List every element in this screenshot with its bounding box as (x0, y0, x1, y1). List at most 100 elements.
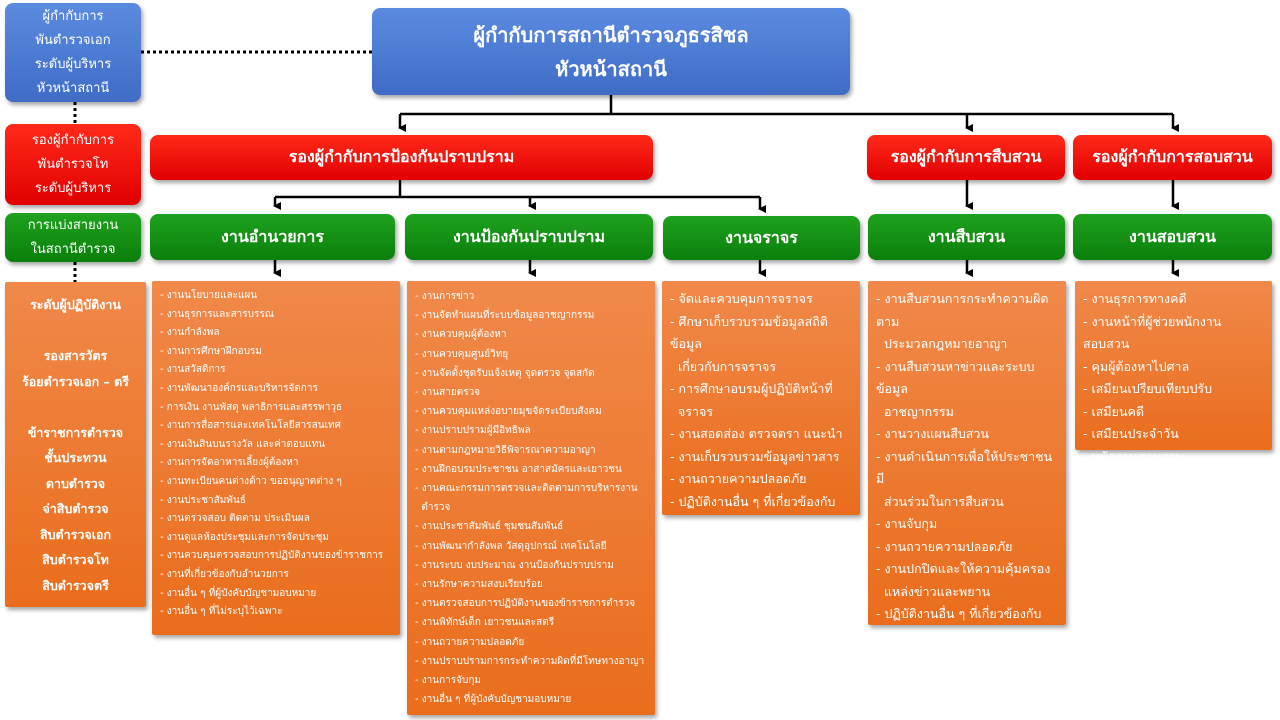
unit-prevention-duties: - งานการข่าว - งานจัดทำแผนที่ระบบข้อมูลอา… (407, 281, 655, 715)
duty-item: - งานเก็บรวบรวมข้อมูลข่าวสาร (670, 448, 840, 464)
duty-item: - งานการศึกษาฝึกอบรม (160, 345, 263, 357)
label: รองสารวัตร (43, 348, 108, 363)
duty-item: - งานควบคุมตรวจสอบการปฏิบัติงานของข้าราช… (160, 550, 384, 562)
label (73, 394, 77, 420)
duty-item: - งานเงินสินบนรางวัล และค่าตอบแทน (160, 438, 326, 450)
duty-item: - งานประชาสัมพันธ์ ชุมชนสัมพันธ์ (415, 521, 564, 533)
duty-item: - งานควบคุมศูนย์วิทยุ (415, 348, 509, 360)
duty-item: - ปฏิบัติงานอื่น ๆ ที่เกี่ยวข้องกับงาน ส… (876, 606, 1042, 666)
duty-item: - งานนโยบายและแผน (160, 290, 258, 301)
duty-item: - เสมียนคดี (1083, 403, 1144, 419)
duty-item: - งานสายตรวจ (415, 387, 481, 399)
duty-item: - งานกำลังพล (160, 327, 220, 339)
unit-investigation-duties: - งานสืบสวนการกระทำความผิดตาม ประมวลกฎหม… (868, 281, 1066, 711)
duty-item: - งานการจับกุม (415, 675, 482, 687)
label: ร้อยตำรวจเอก – ตรี (22, 373, 129, 389)
duty-item: - งานอื่น ๆ ที่ไม่ระบุไว้เฉพาะ (160, 606, 283, 618)
duty-item: - งานถวายความปลอดภัย (670, 471, 807, 486)
label (73, 318, 77, 344)
duty-item: - งานดำเนินการเพื่อให้ประชาชนมี ส่วนร่วม… (876, 448, 1053, 509)
label: ระดับผู้ปฏิบัติงาน (30, 297, 121, 312)
label: การแบ่งสายงาน (27, 217, 119, 233)
label: รองผู้กำกับการ (31, 132, 115, 148)
label: สิบตำรวจตรี (42, 577, 109, 593)
label: พันตำรวจเอก (35, 32, 111, 48)
duty-item: - งานปกปิดและให้ความคุ้มครอง แหล่งข่าวแล… (876, 561, 1051, 599)
title-line-1: ผู้กำกับการสถานีตำรวจภูธรสิชล (473, 22, 749, 47)
unit-admin-duties: - งานนโยบายและแผน - งานธุรการและสารบรรณ - … (152, 281, 400, 635)
duty-item: - คุมผู้ต้องหาไปศาล (1083, 358, 1190, 374)
deputy-inquiry-box: รองผู้กำกับการสอบสวน (1073, 135, 1272, 180)
unit-prevention-header: งานป้องกันปราบปราม (405, 214, 653, 260)
chief-level-box: ผู้กำกับการ พันตำรวจเอก ระดับผู้บริหาร ห… (5, 3, 141, 102)
duty-item: - งานพัฒนากำลังพล วัสดุอุปกรณ์ เทคโนโลยี (415, 540, 607, 552)
label: ผู้กำกับการ (42, 8, 104, 24)
duty-item: - งานตรวจสอบ ติดตาม ประเมินผล (160, 513, 310, 525)
duty-item: - เสมียนเปรียบเทียบปรับ (1083, 381, 1213, 396)
duty-item: - งานวางแผนสืบสวน (876, 426, 989, 441)
duty-item: - งานจัดทำแผนที่ระบบข้อมูลอาชญากรรม (415, 310, 595, 322)
deputy-level-box: รองผู้กำกับการ พันตำรวจโท ระดับผู้บริหาร (5, 124, 141, 205)
deputy-investigation-box: รองผู้กำกับการสืบสวน (867, 135, 1065, 180)
duty-item: - งานการข่าว (415, 291, 475, 302)
duty-item: - งานถวายความปลอดภัย (876, 538, 1013, 554)
duty-item: - งานดูแลห้องประชุมและการจัดประชุม (160, 531, 329, 543)
duty-item: - การเงิน งานพัสดุ พลาธิการและสรรพาวุธ (160, 401, 343, 413)
unit-traffic-duties: - จัดและควบคุมการจราจร - ศึกษาเก็บรวบรวมข… (662, 281, 860, 554)
duty-item: - งานสวัสดิการ (160, 364, 226, 376)
duty-item: - งานพัฒนาองค์กรและบริหารจัดการ (160, 382, 318, 394)
label: สิบตำรวจโท (42, 552, 109, 567)
duty-item: - งานพิทักษ์เด็ก เยาวชนและสตรี (415, 617, 555, 629)
duty-item: - งานสืบสวนการกระทำความผิดตาม ประมวลกฎหม… (876, 291, 1049, 351)
duty-item: - งานควบคุมผู้ต้องหา (415, 329, 507, 341)
operator-level-box: ระดับผู้ปฏิบัติงาน รองสารวัตร ร้อยตำรวจเ… (5, 282, 146, 607)
unit-investigation-header: งานสืบสวน (868, 214, 1065, 260)
duty-item: - งานรักษาความสงบเรียบร้อย (415, 579, 543, 591)
unit-traffic-header: งานจราจร (663, 216, 860, 260)
duty-item: - งานธุรการทางคดี (1083, 291, 1187, 306)
label: ระดับผู้บริหาร (34, 56, 112, 72)
duty-item: - งานฝึกอบรมประชาชน อาสาสมัครและเยาวชน (415, 463, 622, 475)
duty-item: - งานปราบปรามการกระทำความผิดที่มีโทษทางอ… (415, 655, 645, 667)
label: พันตำรวจโท (37, 156, 109, 172)
duty-item: - งานหน้าที่ผู้ช่วยพนักงานสอบสวน (1083, 313, 1222, 352)
duty-item: - งานประชาสัมพันธ์ (160, 494, 246, 506)
duty-item: - งานถวายความปลอดภัย (415, 636, 525, 648)
label: ข้าราชการตำรวจ (27, 424, 124, 440)
unit-inquiry-header: งานสอบสวน (1073, 214, 1272, 260)
duty-item: - งานอื่น ๆ ที่ผู้บังคับบัญชามอบหมาย (160, 587, 317, 599)
division-box: การแบ่งสายงาน ในสถานีตำรวจ (5, 213, 141, 262)
label: ในสถานีตำรวจ (30, 241, 116, 257)
duty-item: - จัดและควบคุมการจราจร (670, 291, 813, 306)
label: จ่าสิบตำรวจ (42, 501, 109, 516)
duty-item: - งานการจัดอาหารเลี้ยงผู้ต้องหา (160, 457, 299, 469)
duty-item: - งานธุรการและสารบรรณ (160, 308, 275, 320)
duty-item: - งานที่เกี่ยวข้องกับอำนวยการ (160, 568, 289, 580)
duty-item: - งานควบคุมแหล่งอบายมุขจัดระเบียบสังคม (415, 406, 602, 418)
label: ระดับผู้บริหาร (34, 180, 112, 196)
duty-item: - งานสอดส่อง ตรวจตรา แนะนำ (670, 426, 843, 441)
label: สิบตำรวจเอก (39, 526, 112, 542)
label: ชั้นประทวน (44, 450, 107, 465)
duty-item: - เสมียนประจำวัน (1083, 426, 1179, 441)
duty-item: - งานสืบสวนหาข่าวและระบบข้อมูล อาชญากรรม (876, 358, 1035, 419)
duty-item: - งานตรวจสอบการปฏิบัติงานของข้าราชการตำร… (415, 598, 636, 610)
label: ดาบตำรวจ (45, 475, 106, 491)
duty-item: - ปฏิบัติงานอื่น ๆ ที่เกี่ยวข้องกับงาน จ… (670, 493, 836, 554)
duty-item: - งานระบบ งบประมาณ งานป้องกันปราบปราม (415, 559, 614, 571)
duty-item: - งานทะเบียนคนต่างด้าว ขออนุญาตต่าง ๆ (160, 475, 342, 487)
station-chief-box: ผู้กำกับการสถานีตำรวจภูธรสิชล หัวหน้าสถา… (372, 8, 850, 95)
duty-item: - งานตามกฎหมายวิธีพิจารณาความอาญา (415, 444, 596, 456)
duty-item: - งานปราบปรามผู้มีอิทธิพล (415, 425, 531, 437)
unit-admin-header: งานอำนวยการ (150, 214, 395, 260)
label: หัวหน้าสถานี (36, 80, 110, 96)
duty-item: - งานคณะกรรมการตรวจและติดตามการบริหารงาน… (415, 483, 638, 514)
unit-inquiry-duties: - งานธุรการทางคดี - งานหน้าที่ผู้ช่วยพนัก… (1075, 281, 1272, 464)
duty-item: - งานจับกุม (876, 516, 938, 531)
duty-item: - งานการสื่อสารและเทคโนโลยีสารสนเทศ (160, 420, 341, 432)
deputy-prevention-box: รองผู้กำกับการป้องกันปราบปราม (150, 135, 653, 180)
duty-item: - ศึกษาเก็บรวบรวมข้อมูลสถิติข้อมูล เกี่ย… (670, 313, 828, 374)
duty-item: - ปฏิบัติงานอื่น ๆ ตามที่ ผู้บังคับบัญชา… (876, 673, 1011, 712)
duty-item: - งานจัดตั้งชุดรับแจ้งเหตุ จุดตรวจ จุดสก… (415, 367, 595, 379)
